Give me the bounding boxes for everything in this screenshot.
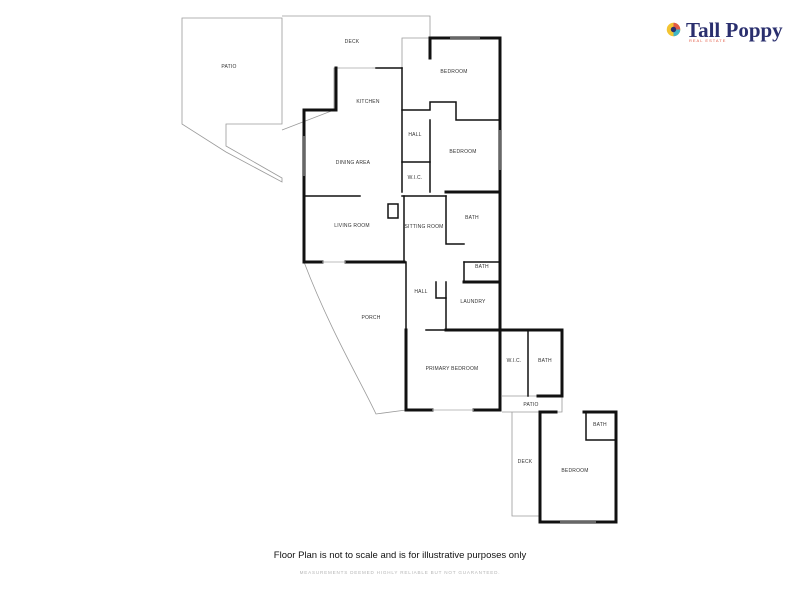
patio-left-outline (181, 17, 283, 183)
label-kitchen: KITCHEN (356, 99, 380, 105)
wall-bedroom-top-bottom (401, 101, 501, 121)
label-patio-left: PATIO (221, 64, 236, 70)
label-deck-side: DECK (518, 459, 533, 465)
brand-tagline: REAL ESTATE (689, 38, 727, 43)
label-bath-mid: BATH (465, 215, 479, 221)
exterior-outlines (181, 15, 563, 517)
windows (303, 37, 596, 523)
wall-primary-block (404, 328, 434, 412)
wall-bath-left (445, 195, 465, 245)
wall-kitchen-block (302, 66, 338, 264)
wall-studio (538, 410, 618, 524)
patio-small-outline (502, 395, 563, 413)
wall-primary-bottom (472, 328, 564, 412)
measurements-fineprint: MEASUREMENTS DEEMED HIGHLY RELIABLE BUT … (299, 570, 501, 575)
label-hall-top: HALL (408, 132, 421, 138)
wall-studio-bath (585, 411, 617, 441)
label-wic-primary: W.I.C. (507, 358, 522, 364)
label-sitting: SITTING ROOM (404, 224, 443, 230)
wall-laundry-right (444, 280, 502, 332)
label-laundry: LAUNDRY (460, 299, 486, 305)
deck-top-outline (281, 15, 431, 131)
label-dining: DINING AREA (336, 160, 371, 166)
disclaimer-text: Floor Plan is not to scale and is for il… (273, 550, 527, 561)
label-wic-top: W.I.C. (408, 175, 423, 181)
interior-walls (303, 67, 617, 441)
label-bedroom-studio: BEDROOM (561, 468, 588, 474)
porch-outline (303, 261, 407, 415)
label-deck-top: DECK (345, 39, 360, 45)
wall-fireplace (387, 203, 399, 219)
exterior-walls (302, 36, 618, 524)
label-porch: PORCH (361, 315, 380, 321)
label-living: LIVING ROOM (334, 223, 370, 229)
label-bedroom-top: BEDROOM (440, 69, 467, 75)
brand-name: Tall Poppy (686, 18, 783, 42)
room-labels: PATIO DECK KITCHEN BEDROOM HALL BEDROOM … (221, 39, 607, 474)
tall-poppy-logo-icon (666, 22, 681, 37)
wall-right-main (444, 102, 502, 194)
label-hall-lower: HALL (414, 289, 427, 295)
deck-side-outline (511, 412, 540, 517)
label-bath-studio: BATH (593, 422, 607, 428)
label-bath-primary: BATH (538, 358, 552, 364)
label-patio-small: PATIO (523, 402, 538, 408)
label-bath-small: BATH (475, 264, 489, 270)
wall-hall-notch (435, 281, 447, 299)
label-primary-bedroom: PRIMARY BEDROOM (426, 366, 479, 372)
label-bedroom-mid: BEDROOM (449, 149, 476, 155)
